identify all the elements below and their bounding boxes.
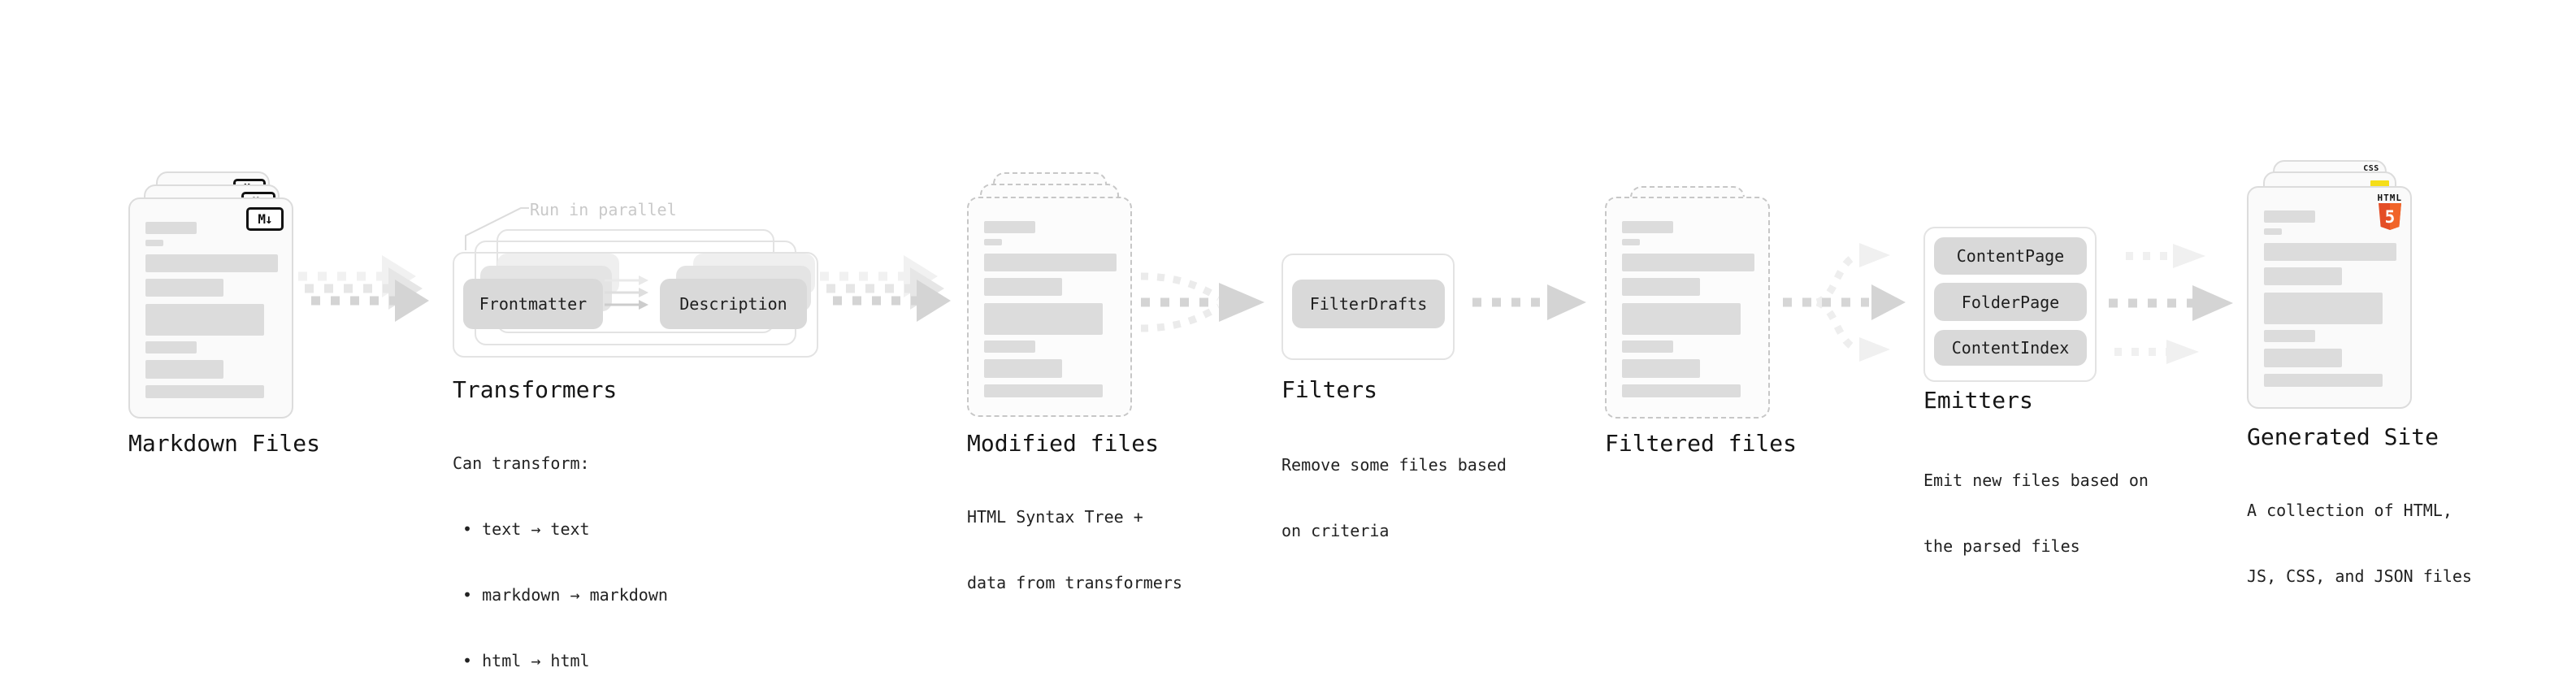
modified-file-card-front	[967, 197, 1132, 417]
arrow-markdown-to-transformers	[298, 255, 429, 322]
markdown-files-label: Markdown Files	[128, 430, 321, 457]
doc-content-bar	[984, 278, 1062, 296]
doc-content-bar	[2264, 349, 2342, 367]
doc-content-bar	[1622, 278, 1700, 296]
arrow-filters-to-filtered	[1472, 284, 1586, 320]
doc-content-bar	[1622, 221, 1673, 233]
generated-site-description: A collection of HTML, JS, CSS, and JSON …	[2247, 456, 2472, 631]
emitters-description-line: the parsed files	[1923, 536, 2080, 556]
doc-content-bar	[145, 385, 264, 398]
transformers-description: Can transform: • text → text • markdown …	[453, 409, 668, 681]
doc-content-bar	[1622, 384, 1741, 397]
doc-content-bar	[984, 239, 1002, 245]
run-in-parallel-leader-line	[465, 207, 529, 250]
doc-content-bar	[145, 254, 278, 272]
doc-content-bar	[1622, 359, 1700, 378]
doc-content-bar	[2264, 228, 2282, 235]
generated-site-description-line: JS, CSS, and JSON files	[2247, 566, 2472, 586]
doc-content-bar	[984, 221, 1035, 233]
doc-content-bar	[2264, 267, 2342, 285]
folderpage-pill: FolderPage	[1934, 283, 2087, 321]
description-pill: Description	[660, 279, 807, 329]
arrow-emitters-to-site-middle	[2109, 285, 2233, 321]
css-icon-text: CSS	[2363, 164, 2379, 173]
emitters-frame	[1923, 227, 2097, 382]
transformers-description-line: Can transform:	[453, 453, 590, 473]
doc-content-bar	[145, 222, 197, 234]
doc-content-bar	[145, 240, 163, 246]
run-in-parallel-annotation: Run in parallel	[530, 200, 677, 219]
filtered-file-card-front	[1605, 197, 1770, 419]
filters-frame	[1281, 254, 1455, 360]
generated-site-description-line: A collection of HTML,	[2247, 501, 2452, 520]
arrow-filtered-to-emitters	[1783, 243, 1906, 362]
filters-description-line: on criteria	[1281, 521, 1390, 540]
doc-content-bar	[1622, 239, 1640, 245]
html5-icon: HTML 5	[2378, 193, 2403, 230]
site-file-card-front: HTML 5	[2247, 186, 2412, 409]
transformers-label: Transformers	[453, 376, 618, 403]
doc-content-bar	[984, 384, 1103, 397]
arrow-emitters-to-site-bottom	[2114, 340, 2199, 364]
svg-text:5: 5	[2384, 207, 2395, 227]
modified-files-description: HTML Syntax Tree + data from transformer…	[967, 462, 1182, 638]
doc-content-bar	[2264, 243, 2396, 261]
doc-content-bar	[984, 254, 1117, 271]
filters-label: Filters	[1281, 376, 1378, 403]
doc-content-bar	[145, 304, 264, 336]
doc-content-bar	[1622, 340, 1673, 353]
doc-content-bar	[2264, 330, 2315, 342]
html5-icon-text: HTML	[2377, 193, 2402, 203]
modified-files-description-line: data from transformers	[967, 573, 1182, 592]
emitters-description: Emit new files based on the parsed files	[1923, 426, 2149, 601]
doc-content-bar	[984, 359, 1062, 378]
generated-site-label: Generated Site	[2247, 423, 2439, 450]
transformers-description-line: • text → text	[453, 519, 590, 539]
doc-content-bar	[145, 360, 223, 379]
contentindex-pill: ContentIndex	[1934, 330, 2087, 366]
arrow-transformers-to-modified	[820, 255, 951, 322]
arrow-modified-to-filters	[1140, 272, 1264, 332]
frontmatter-to-description-arrows	[605, 275, 648, 310]
filters-description: Remove some files based on criteria	[1281, 410, 1507, 586]
doc-content-bar	[2264, 293, 2383, 324]
doc-content-bar	[984, 340, 1035, 353]
emitters-label: Emitters	[1923, 387, 2033, 414]
doc-content-bar	[2264, 210, 2315, 223]
doc-content-bar	[145, 279, 223, 297]
doc-content-bar	[145, 341, 197, 354]
filters-description-line: Remove some files based	[1281, 455, 1507, 475]
transformers-description-line: • html → html	[453, 651, 590, 670]
doc-content-bar	[1622, 303, 1741, 335]
modified-files-description-line: HTML Syntax Tree +	[967, 507, 1143, 527]
contentpage-pill: ContentPage	[1934, 237, 2087, 275]
transformer-frame-front	[453, 252, 818, 358]
emitters-description-line: Emit new files based on	[1923, 471, 2149, 490]
frontmatter-pill: Frontmatter	[463, 279, 603, 329]
doc-content-bar	[2264, 374, 2383, 387]
filterdrafts-pill: FilterDrafts	[1292, 280, 1445, 328]
html5-shield: 5	[2378, 203, 2401, 230]
modified-files-label: Modified files	[967, 430, 1160, 457]
arrow-emitters-to-site-top	[2126, 244, 2205, 268]
markdown-icon: M↓	[246, 207, 284, 231]
doc-content-bar	[1622, 254, 1754, 271]
filtered-files-label: Filtered files	[1605, 430, 1798, 457]
transformers-description-line: • markdown → markdown	[453, 585, 668, 605]
doc-content-bar	[984, 303, 1103, 335]
markdown-file-card-front: M↓	[128, 197, 293, 419]
